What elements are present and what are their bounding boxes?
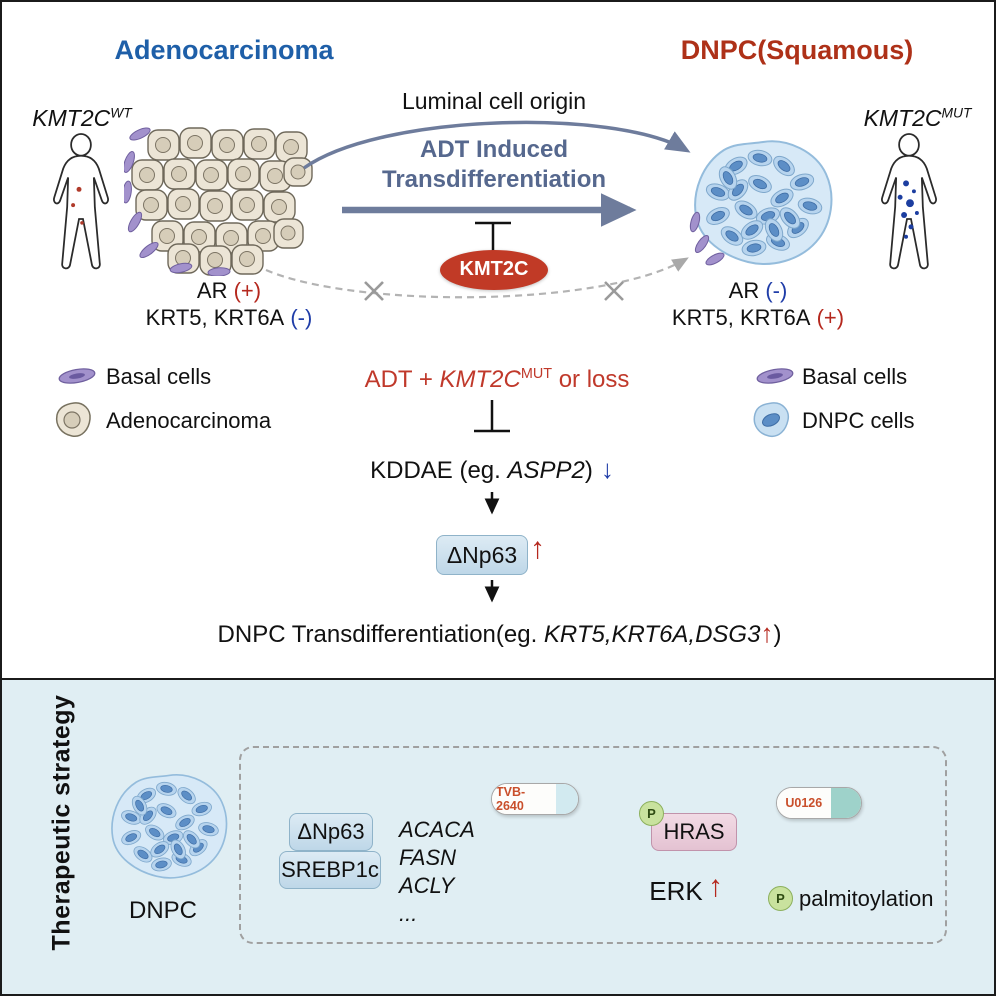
transdiff-prefix: DNPC Transdifferentiation(eg. [217, 621, 544, 648]
gene-fasn: FASN [399, 845, 457, 870]
kmt2c-mut-sup: MUT [941, 105, 972, 121]
adeno-cells [131, 127, 313, 276]
hras-label: HRAS [663, 819, 725, 844]
trigger-gene: KMT2C [439, 366, 521, 393]
np63-label: ΔNp63 [446, 541, 518, 568]
ar-status-right: AR (-) [673, 278, 843, 304]
krt-sign: (-) [290, 305, 313, 330]
dnpc-label: DNPC [128, 897, 197, 924]
u0126-label: U0126 [777, 788, 831, 818]
kmt2c-wt-gene: KMT2C [32, 105, 111, 131]
human-figure-wt-icon [53, 133, 109, 270]
adenocarcinoma-cell-cluster [124, 127, 313, 276]
kmt2c-wt-sup: WT [110, 105, 132, 121]
adt-inhibition-icon [474, 400, 510, 433]
ar-status-left: AR (+) [144, 278, 314, 304]
transdifferentiation-label: Transdifferentiation [381, 166, 607, 193]
kddae-label: KDDAE (eg. ASPP2) ↓ [332, 454, 652, 485]
transdiff-suffix: ) [773, 621, 782, 648]
basal-cells-on-adeno [124, 127, 231, 276]
adenocarcinoma-heading: Adenocarcinoma [114, 35, 334, 65]
palmitoyl-p-badge: P [639, 801, 664, 826]
np63-box: ΔNp63 [436, 535, 528, 575]
ar-label: AR [196, 278, 228, 303]
kmt2c-inhibition-icon [475, 221, 511, 252]
palmitoylation-label: palmitoylation [799, 886, 934, 911]
adt-induced-label: ADT Induced [420, 136, 568, 163]
kmt2c-mut-gene: KMT2C [863, 105, 942, 131]
adt-kmt2c-trigger: ADT + KMT2CMUT or loss [302, 366, 692, 394]
trigger-sup: MUT [520, 366, 553, 382]
tumor-dots-blue [897, 180, 919, 239]
krt-status-left: KRT5, KRT6A (-) [124, 305, 334, 331]
up-arrow-icon: ↑ [530, 532, 545, 565]
basal-cells-on-dnpc [689, 211, 725, 266]
ar-sign: (+) [233, 278, 262, 303]
kmt2c-oval [440, 250, 548, 290]
up-arrow-icon: ↑ [708, 870, 723, 903]
np63-box-bottom: ΔNp63 [289, 813, 373, 851]
kddae-prefix: KDDAE (eg. [370, 457, 508, 484]
ar-sign: (-) [765, 278, 788, 303]
luminal-origin-label: Luminal cell origin [401, 88, 587, 114]
human-figure-mut-icon [881, 133, 937, 270]
krt-label: KRT5, KRT6A [145, 305, 285, 330]
srebp1c-label: SREBP1c [281, 857, 379, 882]
mechanism-dashed-box [239, 746, 947, 944]
u0126-capsule-cap [830, 788, 861, 818]
trigger-suffix: or loss [552, 366, 630, 393]
down-arrow-icon: ↓ [600, 454, 614, 484]
gene-acaca: ACACA [399, 817, 475, 842]
srebp1c-box: SREBP1c [279, 851, 381, 889]
dnpc-transdifferentiation-line: DNPC Transdifferentiation(eg. KRT5,KRT6A… [177, 618, 822, 649]
dnpc-cluster-bottom [111, 774, 228, 879]
kddae-gene: ASPP2 [507, 457, 585, 484]
tvb-2640-capsule: TVB-2640 [491, 783, 579, 815]
up-arrow-icon: ↑ [760, 618, 774, 648]
ar-label: AR [728, 278, 760, 303]
basal-cell-icon [756, 368, 794, 384]
dnpc-cell-cluster [689, 140, 833, 266]
adenocarcinoma-legend: Adenocarcinoma [106, 408, 272, 433]
adenocarcinoma-cell-icon [55, 402, 91, 438]
p-mark: P [776, 891, 785, 906]
krt-status-right: KRT5, KRT6A (+) [653, 305, 863, 331]
therapeutic-strategy-label: Therapeutic strategy [47, 694, 76, 951]
p-mark: P [647, 806, 656, 821]
dnpc-heading: DNPC(Squamous) [680, 35, 914, 65]
kmt2c-mut-label: KMT2CMUT [855, 105, 980, 132]
tvb-capsule-cap [556, 784, 578, 814]
np63-label: ΔNp63 [297, 819, 365, 844]
krt-label: KRT5, KRT6A [671, 305, 811, 330]
tvb-2640-label: TVB-2640 [492, 784, 557, 814]
kmt2c-oval-label: KMT2C [459, 258, 529, 280]
krt-sign: (+) [816, 305, 845, 330]
lipogenesis-genes-list: ACACA FASN ACLY ... [399, 816, 475, 928]
palmitoylation-p-badge: P [768, 886, 793, 911]
basal-cell-icon [58, 368, 96, 384]
dnpc-cell-icon [753, 402, 790, 438]
basal-cells-legend-right: Basal cells [802, 364, 908, 389]
kddae-suffix: ) [584, 457, 593, 484]
hras-box: HRAS [651, 813, 737, 851]
basal-cells-legend-left: Basal cells [106, 364, 212, 389]
u0126-capsule: U0126 [776, 787, 862, 819]
transdiff-genes: KRT5,KRT6A,DSG3 [543, 621, 761, 648]
dnpc-cells-legend: DNPC cells [802, 408, 915, 433]
tumor-dots-red [71, 186, 84, 225]
gene-ellipsis: ... [399, 901, 418, 926]
trigger-prefix: ADT + [364, 366, 440, 393]
kmt2c-wt-label: KMT2CWT [22, 105, 142, 132]
erk-label: ERK [649, 876, 703, 906]
gene-acly: ACLY [399, 873, 455, 898]
